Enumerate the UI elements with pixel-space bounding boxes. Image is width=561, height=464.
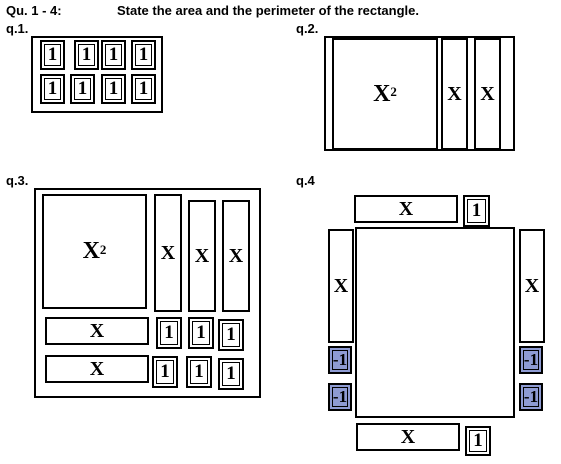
one-tile: 1 xyxy=(463,195,490,227)
one-tile: 1 xyxy=(186,356,212,388)
x-tile: X xyxy=(45,317,149,345)
q2-label: q.2. xyxy=(296,21,319,36)
x-tile: X xyxy=(519,229,545,343)
one-tile: 1 xyxy=(218,319,244,351)
one-tile: 1 xyxy=(101,40,126,70)
one-tile: 1 xyxy=(70,74,95,104)
one-tile: 1 xyxy=(156,317,182,349)
one-tile: 1 xyxy=(40,74,65,104)
x-tile: X xyxy=(45,355,149,383)
q4-center-square xyxy=(355,227,515,418)
q4-label: q.4 xyxy=(296,173,315,188)
instruction-text: State the area and the perimeter of the … xyxy=(117,3,419,18)
negative-one-tile: -1 xyxy=(519,346,543,374)
q1-label: q.1. xyxy=(6,21,29,36)
negative-one-tile: -1 xyxy=(519,383,543,411)
one-tile: 1 xyxy=(131,74,156,104)
one-tile: 1 xyxy=(188,317,214,349)
x-tile: X xyxy=(354,195,458,223)
x-tile: X xyxy=(188,200,216,312)
negative-one-tile: -1 xyxy=(328,346,352,374)
one-tile: 1 xyxy=(40,40,65,70)
x-tile: X xyxy=(222,200,250,312)
negative-one-tile: -1 xyxy=(328,383,352,411)
q3-label: q.3. xyxy=(6,173,29,188)
x-tile: X xyxy=(356,423,460,451)
x-tile: X xyxy=(154,194,182,312)
one-tile: 1 xyxy=(465,426,491,456)
one-tile: 1 xyxy=(101,74,126,104)
x-tile: X xyxy=(474,38,501,150)
question-number: Qu. 1 - 4: xyxy=(6,3,62,18)
one-tile: 1 xyxy=(218,358,244,390)
x-tile: X xyxy=(328,229,354,343)
one-tile: 1 xyxy=(74,40,99,70)
one-tile: 1 xyxy=(152,356,178,388)
x-tile: X xyxy=(441,38,468,150)
one-tile: 1 xyxy=(131,40,156,70)
